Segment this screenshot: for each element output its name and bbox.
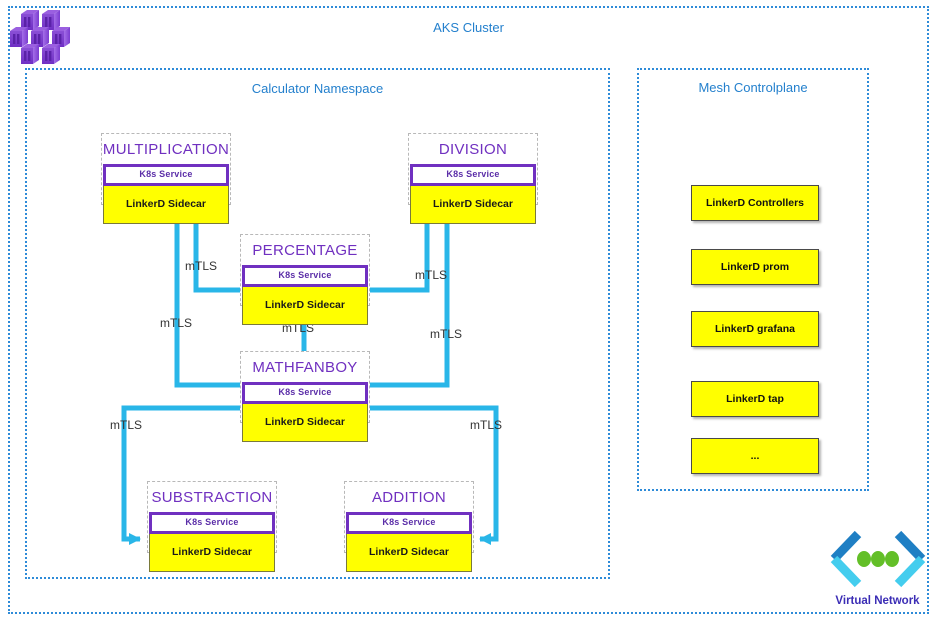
- calculator-namespace-container: Calculator Namespace: [25, 68, 610, 579]
- virtual-network-label: Virtual Network: [835, 595, 920, 607]
- service-title-multiplication: MULTIPLICATION: [102, 141, 230, 158]
- controlplane-item-linkerd-prom[interactable]: LinkerD prom: [691, 249, 819, 285]
- mtls-label-percentage-multiplication: mTLS: [185, 259, 218, 273]
- k8s-service-bar-addition: K8s Service: [346, 512, 472, 534]
- service-card-percentage[interactable]: PERCENTAGE K8s Service LinkerD Sidecar: [240, 234, 370, 325]
- service-title-percentage: PERCENTAGE: [252, 242, 358, 259]
- virtual-network-icon: [830, 530, 926, 588]
- service-title-division: DIVISION: [438, 141, 508, 158]
- linkerd-sidecar-addition: LinkerD Sidecar: [346, 534, 472, 572]
- service-card-addition[interactable]: ADDITION K8s Service LinkerD Sidecar: [344, 481, 474, 572]
- aks-cluster-title: AKS Cluster: [433, 20, 504, 35]
- mtls-label-mathfanboy-division: mTLS: [430, 327, 463, 341]
- k8s-service-bar-mathfanboy: K8s Service: [242, 382, 368, 404]
- controlplane-item-linkerd-grafana[interactable]: LinkerD grafana: [691, 311, 819, 347]
- service-title-substraction: SUBSTRACTION: [151, 489, 273, 506]
- k8s-service-bar-multiplication: K8s Service: [103, 164, 229, 186]
- k8s-service-bar-division: K8s Service: [410, 164, 536, 186]
- mtls-label-mathfanboy-percentage: mTLS: [282, 321, 315, 335]
- service-card-mathfanboy[interactable]: MATHFANBOY K8s Service LinkerD Sidecar: [240, 351, 370, 442]
- controlplane-item-linkerd-controllers[interactable]: LinkerD Controllers: [691, 185, 819, 221]
- linkerd-sidecar-substraction: LinkerD Sidecar: [149, 534, 275, 572]
- mesh-controlplane-title: Mesh Controlplane: [698, 80, 808, 95]
- controlplane-item-linkerd-tap[interactable]: LinkerD tap: [691, 381, 819, 417]
- k8s-service-bar-percentage: K8s Service: [242, 265, 368, 287]
- controlplane-item-more[interactable]: ...: [691, 438, 819, 474]
- service-card-multiplication[interactable]: MULTIPLICATION K8s Service LinkerD Sidec…: [101, 133, 231, 224]
- k8s-service-bar-substraction: K8s Service: [149, 512, 275, 534]
- aks-cluster-container: AKS Cluster: [8, 6, 929, 614]
- linkerd-sidecar-percentage: LinkerD Sidecar: [242, 287, 368, 325]
- mtls-label-mathfanboy-substraction: mTLS: [110, 418, 143, 432]
- linkerd-sidecar-multiplication: LinkerD Sidecar: [103, 186, 229, 224]
- calculator-namespace-title: Calculator Namespace: [251, 81, 384, 96]
- aks-cluster-icon: [10, 10, 70, 64]
- linkerd-sidecar-mathfanboy: LinkerD Sidecar: [242, 404, 368, 442]
- service-card-division[interactable]: DIVISION K8s Service LinkerD Sidecar: [408, 133, 538, 224]
- service-title-addition: ADDITION: [371, 489, 447, 506]
- linkerd-sidecar-division: LinkerD Sidecar: [410, 186, 536, 224]
- mesh-controlplane-container: Mesh Controlplane: [637, 68, 869, 491]
- mtls-label-mathfanboy-multiplication: mTLS: [160, 316, 193, 330]
- service-title-mathfanboy: MATHFANBOY: [252, 359, 358, 376]
- mtls-label-mathfanboy-addition: mTLS: [470, 418, 503, 432]
- service-card-substraction[interactable]: SUBSTRACTION K8s Service LinkerD Sidecar: [147, 481, 277, 572]
- mtls-label-percentage-division: mTLS: [415, 268, 448, 282]
